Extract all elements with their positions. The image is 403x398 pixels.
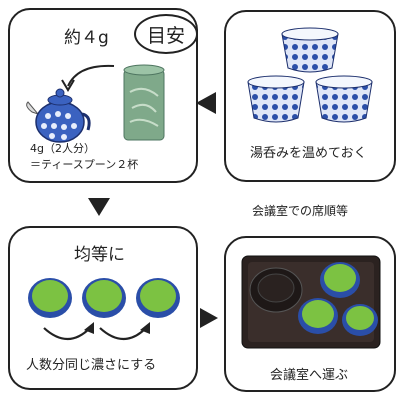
- arrow-right-icon: [200, 308, 218, 328]
- step-panel-pour-evenly: 均等に 人数分同じ濃さにする: [8, 226, 198, 390]
- guideline-badge: 目安: [134, 14, 198, 54]
- arrow-down-icon: [88, 198, 110, 216]
- tea-tin-icon: [123, 64, 165, 141]
- arrow-left-icon: [196, 92, 216, 114]
- step-panel-measure: 約４g 目安 4g（2人分） ＝ティースプーン２杯: [8, 8, 198, 183]
- measure-note-line2: ＝ティースプーン２杯: [30, 158, 139, 171]
- teacups-icon: [247, 27, 373, 123]
- warm-cups-caption: 湯呑みを温めておく: [250, 146, 367, 161]
- pour-evenly-title: 均等に: [74, 245, 125, 265]
- step-panel-carry-tray: 会議室へ運ぶ: [224, 236, 396, 392]
- guideline-badge-label: 目安: [146, 24, 185, 47]
- teapot-icon: [26, 88, 91, 143]
- tea-cups-green-icon: [28, 278, 180, 341]
- carry-tray-caption: 会議室へ運ぶ: [270, 368, 349, 383]
- seating-order-label: 会議室での席順等: [252, 204, 349, 218]
- curved-arrow-icon: [61, 64, 115, 92]
- measure-amount-title: 約４g: [64, 28, 109, 48]
- tray-with-cups-icon: [241, 255, 381, 349]
- measure-note-line1: 4g（2人分）: [30, 142, 95, 155]
- pour-evenly-caption: 人数分同じ濃さにする: [26, 358, 157, 373]
- step-panel-warm-cups: 湯呑みを温めておく: [224, 10, 396, 182]
